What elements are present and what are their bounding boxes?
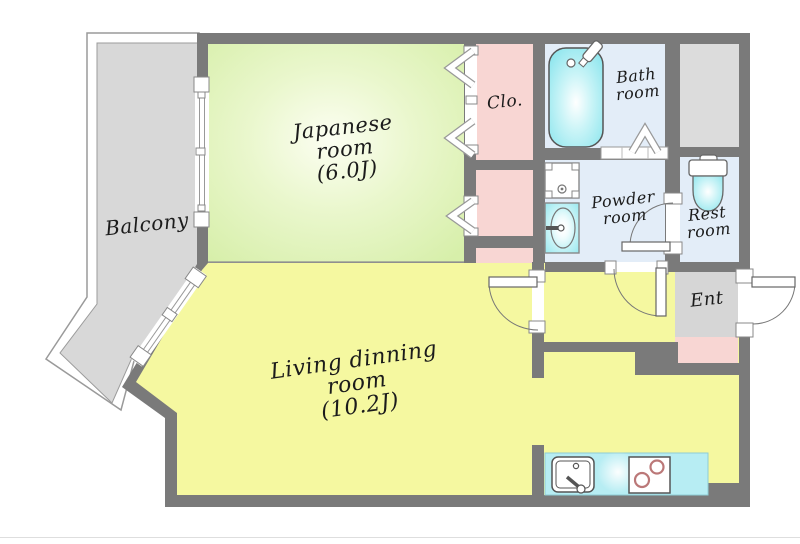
bath-folding-door xyxy=(600,122,669,160)
entrance-door xyxy=(735,268,796,338)
door-swing-arc xyxy=(752,281,796,325)
utility-shaft xyxy=(680,44,739,147)
kitchen-sink-icon xyxy=(551,456,595,494)
washing-machine-pan-icon xyxy=(544,162,580,199)
sliding-door-balcony xyxy=(129,266,208,367)
closet-strip-floor xyxy=(476,248,533,263)
stove-2-burner-icon xyxy=(628,456,671,494)
toilet-icon xyxy=(688,154,728,212)
bifold-door-icons xyxy=(443,47,476,235)
powder-room-door xyxy=(604,260,669,317)
living-room-door xyxy=(488,269,546,334)
door-swing-arc xyxy=(613,268,662,317)
sliding-window-japanese xyxy=(193,76,210,228)
door-swing-arc xyxy=(629,202,674,247)
rest-room-door xyxy=(621,192,683,255)
room-closet-floor xyxy=(476,44,533,160)
washbasin-icon xyxy=(544,202,580,254)
room-closet2-floor xyxy=(476,170,533,236)
page-bottom-rule xyxy=(0,537,800,538)
room-japanese-floor xyxy=(208,44,464,262)
shower-faucet-icon xyxy=(578,40,603,68)
door-swing-arc xyxy=(488,281,539,331)
kitchen-counter xyxy=(544,451,709,496)
room-living-floor xyxy=(136,263,739,495)
bathtub-icon xyxy=(548,40,604,148)
room-entrance-floor xyxy=(675,272,738,337)
entrance-strip-floor xyxy=(675,337,738,363)
